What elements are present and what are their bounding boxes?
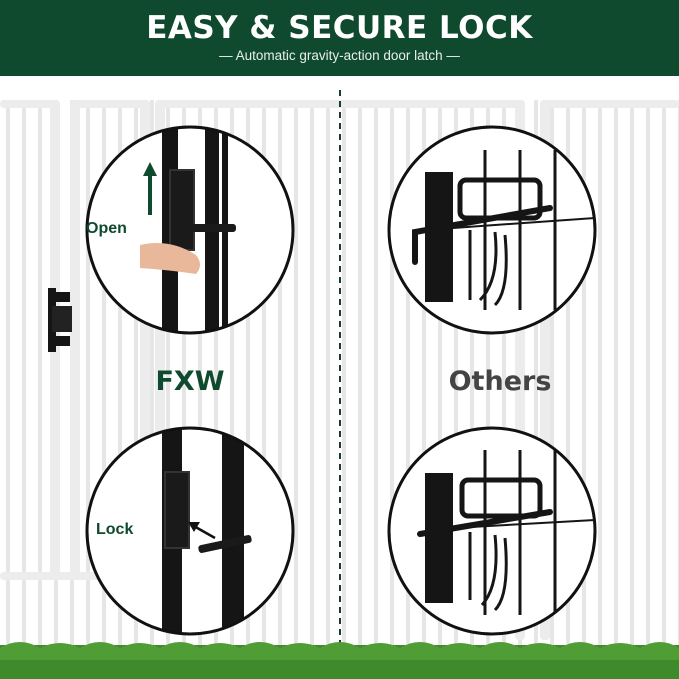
fxw-lock-view — [85, 426, 295, 636]
header-banner: EASY & SECURE LOCK — Automatic gravity-a… — [0, 0, 679, 76]
grass — [0, 642, 679, 679]
fxw-brand-label: FXW — [155, 366, 225, 397]
page-subtitle: — Automatic gravity-action door latch — — [219, 48, 460, 63]
fxw-open-view — [85, 125, 295, 335]
others-top-view — [387, 125, 597, 335]
others-label: Others — [448, 366, 552, 397]
lock-label: Lock — [96, 521, 134, 538]
page-title: EASY & SECURE LOCK — [146, 10, 533, 46]
others-bottom-view — [387, 426, 597, 636]
open-label: Open — [86, 220, 127, 237]
